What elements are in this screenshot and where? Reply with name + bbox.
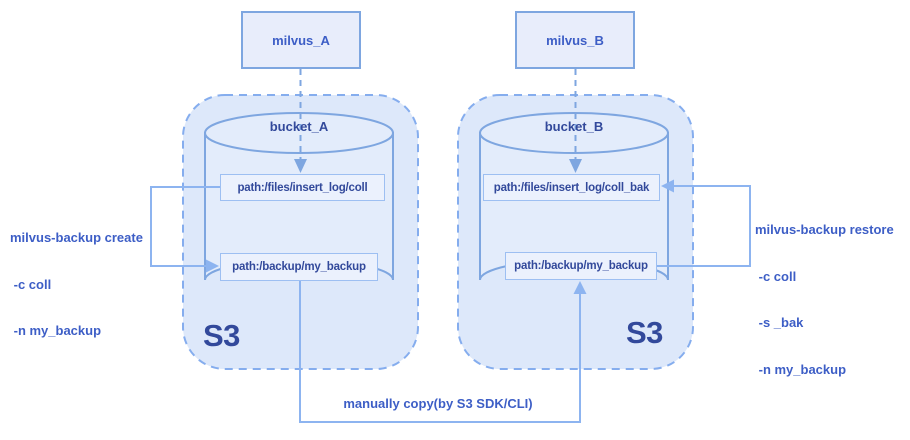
milvus-a-node: milvus_A	[241, 11, 361, 69]
right-files-path-box: path:/files/insert_log/coll_bak	[483, 174, 660, 201]
create-connector-arrowhead	[206, 259, 219, 273]
left-backup-path-label: path:/backup/my_backup	[232, 261, 366, 273]
create-command-block: milvus-backup create -c coll -n my_backu…	[10, 199, 143, 370]
milvus-b-to-bucket-arrowhead	[569, 159, 582, 173]
left-backup-path-box: path:/backup/my_backup	[220, 253, 378, 281]
restore-connector-line	[657, 185, 751, 267]
create-connector-line	[150, 186, 220, 267]
milvus-b-node: milvus_B	[515, 11, 635, 69]
right-s3-label: S3	[626, 315, 663, 350]
milvus-a-to-bucket-arrowhead	[294, 159, 307, 173]
restore-connector-arrowhead	[661, 179, 674, 193]
left-bucket-cylinder-top	[204, 112, 394, 154]
right-bucket-cylinder-top	[479, 112, 669, 154]
restore-command-line-1: milvus-backup restore	[755, 222, 894, 237]
create-command-line-1: milvus-backup create	[10, 230, 143, 245]
milvus-a-label: milvus_A	[272, 32, 330, 48]
right-files-path-label: path:/files/insert_log/coll_bak	[493, 181, 650, 194]
restore-command-line-2: -c coll	[755, 268, 797, 284]
manual-copy-connector-line	[299, 281, 581, 423]
left-files-path-label: path:/files/insert_log/coll	[237, 181, 368, 194]
left-files-path-box: path:/files/insert_log/coll	[220, 174, 385, 201]
create-command-line-3: -n my_backup	[10, 323, 102, 338]
milvus-b-label: milvus_B	[546, 32, 604, 48]
bucket-b-label: bucket_B	[544, 119, 604, 134]
create-command-line-2: -c coll	[10, 276, 52, 292]
right-backup-path-label: path:/backup/my_backup	[514, 260, 648, 272]
manual-copy-label: manually copy(by S3 SDK/CLI)	[343, 396, 533, 411]
restore-command-line-4: -n my_backup	[755, 361, 847, 377]
bucket-a-label: bucket_A	[269, 119, 329, 134]
restore-command-line-3: -s _bak	[755, 315, 804, 330]
left-s3-label: S3	[203, 318, 240, 353]
restore-command-block: milvus-backup restore -c coll -s _bak -n…	[755, 191, 894, 408]
right-backup-path-box: path:/backup/my_backup	[505, 252, 657, 280]
manual-copy-connector-arrowhead	[573, 281, 587, 294]
